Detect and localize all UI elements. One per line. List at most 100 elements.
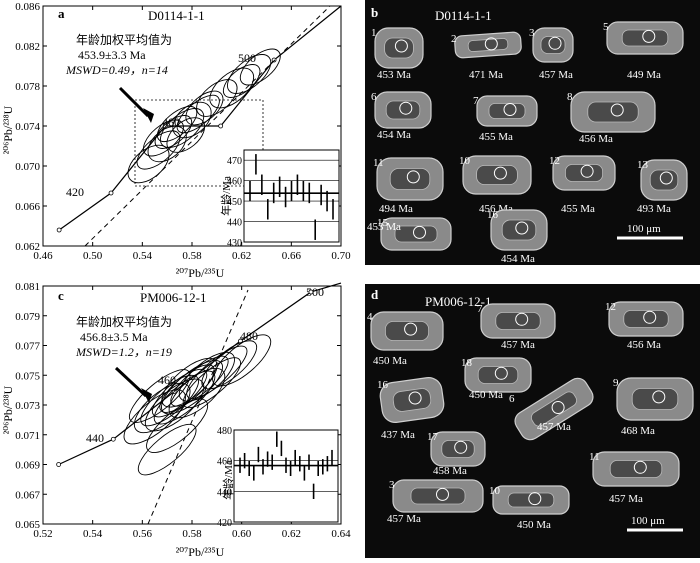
concordia-age-marker	[56, 462, 62, 467]
scale-label-b: 100 μm	[627, 223, 661, 235]
grain-zoning	[540, 36, 566, 54]
error-ellipse	[182, 357, 241, 409]
error-ellipse	[127, 144, 170, 184]
y-tick-label: 0.086	[15, 1, 40, 13]
x-tick-label: 0.54	[133, 250, 153, 262]
error-ellipse	[133, 382, 191, 434]
grain-number: 16	[377, 379, 389, 391]
grain-zoning	[394, 225, 438, 243]
inset-tick-label: 420	[217, 518, 232, 529]
panel-letter-c: c	[58, 288, 64, 303]
grain-number: 6	[371, 91, 377, 103]
grain-number: 7	[473, 95, 479, 107]
analysis-spot	[436, 487, 449, 501]
error-ellipse	[209, 67, 255, 109]
analysis-spot	[494, 366, 508, 380]
y-axis-label-a: ²⁰⁶Pb/²³⁸U	[1, 105, 15, 154]
analysis-spot	[484, 37, 498, 51]
panel-letter-b: b	[371, 5, 378, 20]
y-tick-label: 0.077	[15, 341, 40, 353]
sample-id-d: PM006-12-1	[425, 294, 491, 309]
grain-number: 3	[529, 27, 535, 39]
grain-number: 12	[549, 155, 560, 167]
grain-age: 449 Ma	[627, 69, 661, 81]
analysis-spot	[503, 103, 517, 116]
inset-frame	[233, 429, 339, 523]
concordia-age-marker	[308, 289, 314, 295]
grain-number: 4	[367, 311, 373, 323]
grain-number: 11	[589, 451, 600, 463]
stat-age-a: 453.9±3.3 Ma	[78, 48, 146, 62]
discordia-line	[84, 5, 331, 247]
analysis-spot	[633, 460, 647, 474]
inset-tick-label: 440	[227, 218, 242, 229]
grain-zoning	[495, 312, 541, 330]
y-tick-label: 0.067	[15, 489, 40, 501]
y-tick-label: 0.062	[15, 241, 40, 253]
concordia-chart-c: c PM006-12-1 年龄加权平均值为 456.8±3.5 Ma MSWD=…	[1, 281, 351, 559]
scale-label-d: 100 μm	[631, 515, 665, 527]
analysis-spot	[528, 492, 542, 506]
grain-zoning	[477, 366, 519, 384]
grain-number: 15	[377, 217, 389, 229]
x-tick-label: 0.56	[133, 528, 153, 540]
inset-tick-label: 480	[217, 426, 232, 437]
grain-number: 7	[477, 303, 483, 315]
error-ellipse	[196, 79, 238, 117]
grain-zoning	[476, 165, 518, 185]
pointer-arrow	[114, 366, 148, 398]
discordia-line	[147, 289, 249, 525]
grain-zoning	[609, 460, 663, 478]
grain-zoning	[389, 168, 431, 190]
x-tick-label: 0.52	[33, 528, 52, 540]
grain-age: 457 Ma	[387, 513, 421, 525]
analysis-spot	[406, 170, 420, 184]
y-tick-label: 0.074	[15, 121, 40, 133]
grain-number: 3	[389, 479, 395, 491]
y-tick-label: 0.081	[15, 281, 40, 293]
grain-zoning	[384, 321, 430, 341]
grain-number: 13	[637, 159, 649, 171]
grain-number: 16	[487, 209, 499, 221]
analysis-spot	[643, 310, 657, 324]
analysis-spot	[515, 221, 529, 235]
x-tick-label: 0.46	[33, 250, 53, 262]
grain-age: 468 Ma	[621, 425, 655, 437]
panel-letter-d: d	[371, 287, 379, 302]
y-tick-label: 0.079	[15, 311, 40, 323]
analysis-spot	[394, 39, 408, 53]
error-ellipse	[172, 101, 212, 139]
analysis-spot	[659, 171, 673, 185]
analysis-spot	[399, 101, 413, 115]
inset-tick-label: 450	[227, 197, 242, 208]
grain-number: 11	[373, 157, 384, 169]
grain-zoning	[488, 103, 526, 119]
y-tick-label: 0.082	[15, 41, 40, 53]
stat-title-a: 年龄加权平均值为	[76, 32, 172, 47]
grain-age: 494 Ma	[379, 203, 413, 215]
stat-title-c: 年龄加权平均值为	[76, 314, 172, 329]
error-ellipse	[137, 423, 197, 476]
concordia-age-marker	[271, 57, 277, 63]
concordia-age-marker	[110, 436, 116, 442]
stat-mswd-a: MSWD=0.49，n=14	[65, 63, 168, 77]
grain-number: 17	[427, 431, 439, 443]
grain-zoning	[467, 38, 509, 52]
zircon-grain: 11 494 Ma	[373, 157, 444, 215]
inset-tick-label: 460	[227, 177, 242, 188]
grain-zoning	[564, 164, 603, 182]
concordia-label-440: 440	[86, 431, 104, 445]
analysis-spot	[580, 164, 594, 178]
